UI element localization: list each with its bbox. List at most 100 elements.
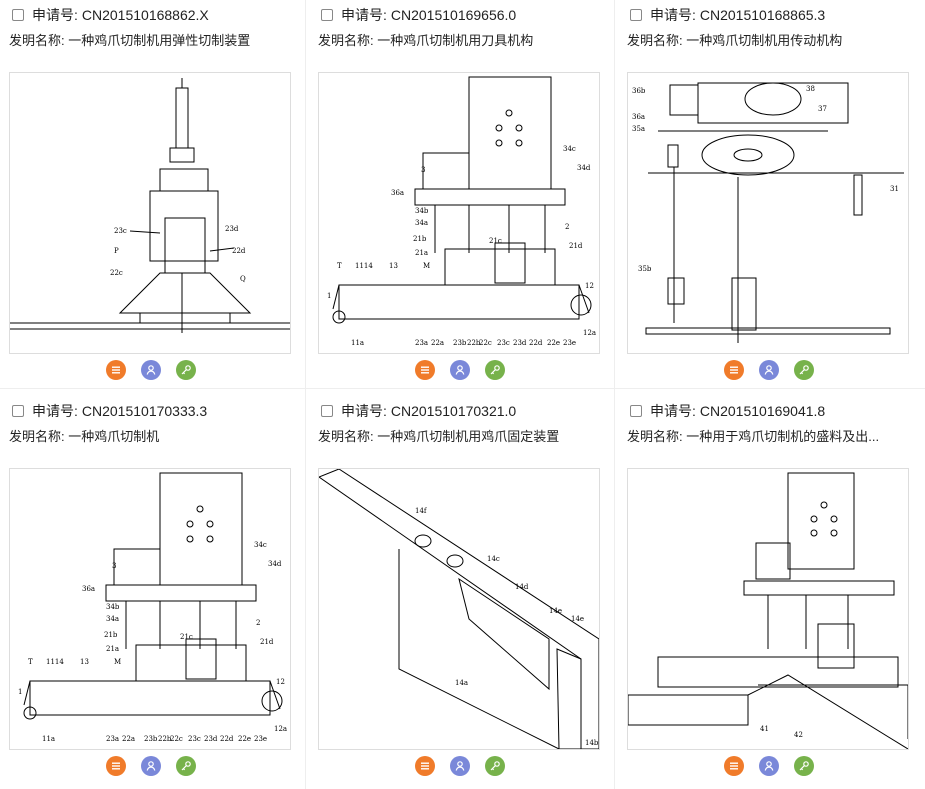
patent-card: 申请号: CN201510169041.8 发明名称: 一种用于鸡爪切制机的盛料… xyxy=(618,396,925,788)
svg-text:23c: 23c xyxy=(497,339,510,347)
svg-text:34a: 34a xyxy=(415,219,428,227)
svg-text:21c: 21c xyxy=(180,633,193,641)
svg-text:14b: 14b xyxy=(585,739,599,747)
application-number[interactable]: CN201510170321.0 xyxy=(390,403,517,419)
svg-text:23c: 23c xyxy=(114,227,127,235)
invention-name[interactable]: 一种用于鸡爪切制机的盛料及出... xyxy=(686,429,880,444)
select-checkbox[interactable] xyxy=(12,9,24,21)
user-icon[interactable] xyxy=(141,756,161,776)
invention-name[interactable]: 一种鸡爪切制机用弹性切制装置 xyxy=(68,33,251,48)
svg-text:23b: 23b xyxy=(144,735,158,743)
svg-text:34b: 34b xyxy=(106,603,120,611)
list-icon[interactable] xyxy=(106,360,126,380)
user-icon[interactable] xyxy=(759,360,779,380)
column-divider xyxy=(614,0,615,789)
application-number[interactable]: CN201510170333.3 xyxy=(81,403,208,419)
svg-text:12: 12 xyxy=(276,678,285,686)
application-number[interactable]: CN201510169656.0 xyxy=(390,7,517,23)
svg-text:41: 41 xyxy=(760,725,769,733)
application-number-row: 申请号: CN201510169656.0 xyxy=(321,6,516,24)
invention-name[interactable]: 一种鸡爪切制机用鸡爪固定装置 xyxy=(377,429,560,444)
svg-text:23d: 23d xyxy=(225,225,239,233)
svg-text:34d: 34d xyxy=(577,164,591,172)
svg-text:23a: 23a xyxy=(106,735,119,743)
list-icon[interactable] xyxy=(415,756,435,776)
invention-name[interactable]: 一种鸡爪切制机用传动机构 xyxy=(686,33,843,48)
key-icon[interactable] xyxy=(485,756,505,776)
svg-text:22e: 22e xyxy=(547,339,560,347)
svg-text:3: 3 xyxy=(112,562,116,570)
svg-text:1: 1 xyxy=(327,292,331,300)
list-icon[interactable] xyxy=(724,360,744,380)
svg-text:23e: 23e xyxy=(563,339,576,347)
invention-name-label: 发明名称: xyxy=(9,429,65,444)
invention-name[interactable]: 一种鸡爪切制机用刀具机构 xyxy=(377,33,534,48)
svg-text:21b: 21b xyxy=(104,631,118,639)
key-icon[interactable] xyxy=(794,360,814,380)
card-actions xyxy=(106,360,196,382)
application-number-label: 申请号: xyxy=(32,403,78,419)
user-icon[interactable] xyxy=(450,360,470,380)
list-icon[interactable] xyxy=(106,756,126,776)
invention-name-row: 发明名称: 一种用于鸡爪切制机的盛料及出... xyxy=(627,426,919,445)
svg-text:22c: 22c xyxy=(110,269,123,277)
select-checkbox[interactable] xyxy=(630,9,642,21)
svg-text:21d: 21d xyxy=(569,242,583,250)
application-number[interactable]: CN201510168862.X xyxy=(81,7,209,23)
svg-text:31: 31 xyxy=(890,185,899,193)
user-icon[interactable] xyxy=(450,756,470,776)
svg-text:23a: 23a xyxy=(415,339,428,347)
select-checkbox[interactable] xyxy=(321,9,333,21)
patent-card: 申请号: CN201510170321.0 发明名称: 一种鸡爪切制机用鸡爪固定… xyxy=(309,396,617,788)
select-checkbox[interactable] xyxy=(630,405,642,417)
list-icon[interactable] xyxy=(415,360,435,380)
column-divider xyxy=(305,0,306,789)
key-icon[interactable] xyxy=(485,360,505,380)
application-number[interactable]: CN201510168865.3 xyxy=(699,7,826,23)
svg-text:14e: 14e xyxy=(571,615,584,623)
svg-text:22a: 22a xyxy=(122,735,135,743)
svg-text:34d: 34d xyxy=(268,560,282,568)
invention-name-label: 发明名称: xyxy=(318,429,374,444)
svg-text:34c: 34c xyxy=(563,145,576,153)
application-number-label: 申请号: xyxy=(32,7,78,23)
svg-text:12: 12 xyxy=(585,282,594,290)
svg-text:12a: 12a xyxy=(583,329,596,337)
list-icon[interactable] xyxy=(724,756,744,776)
svg-text:21a: 21a xyxy=(106,645,119,653)
user-icon[interactable] xyxy=(759,756,779,776)
key-icon[interactable] xyxy=(176,756,196,776)
application-number-row: 申请号: CN201510170333.3 xyxy=(12,402,207,420)
key-icon[interactable] xyxy=(794,756,814,776)
invention-name-row: 发明名称: 一种鸡爪切制机用弹性切制装置 xyxy=(9,30,301,49)
svg-text:13: 13 xyxy=(389,262,398,270)
invention-name-label: 发明名称: xyxy=(627,33,683,48)
card-actions xyxy=(415,756,505,778)
svg-text:1114: 1114 xyxy=(355,262,373,270)
svg-text:23d: 23d xyxy=(204,735,218,743)
svg-text:2: 2 xyxy=(256,619,260,627)
application-number-label: 申请号: xyxy=(650,7,696,23)
application-number[interactable]: CN201510169041.8 xyxy=(699,403,826,419)
svg-text:P: P xyxy=(114,247,119,255)
invention-name-row: 发明名称: 一种鸡爪切制机 xyxy=(9,426,301,445)
select-checkbox[interactable] xyxy=(12,405,24,417)
svg-text:23d: 23d xyxy=(513,339,527,347)
select-checkbox[interactable] xyxy=(321,405,333,417)
key-icon[interactable] xyxy=(176,360,196,380)
user-icon[interactable] xyxy=(141,360,161,380)
card-actions xyxy=(415,360,505,382)
svg-text:22d: 22d xyxy=(232,247,246,255)
svg-text:36a: 36a xyxy=(82,585,95,593)
invention-name[interactable]: 一种鸡爪切制机 xyxy=(68,429,160,444)
